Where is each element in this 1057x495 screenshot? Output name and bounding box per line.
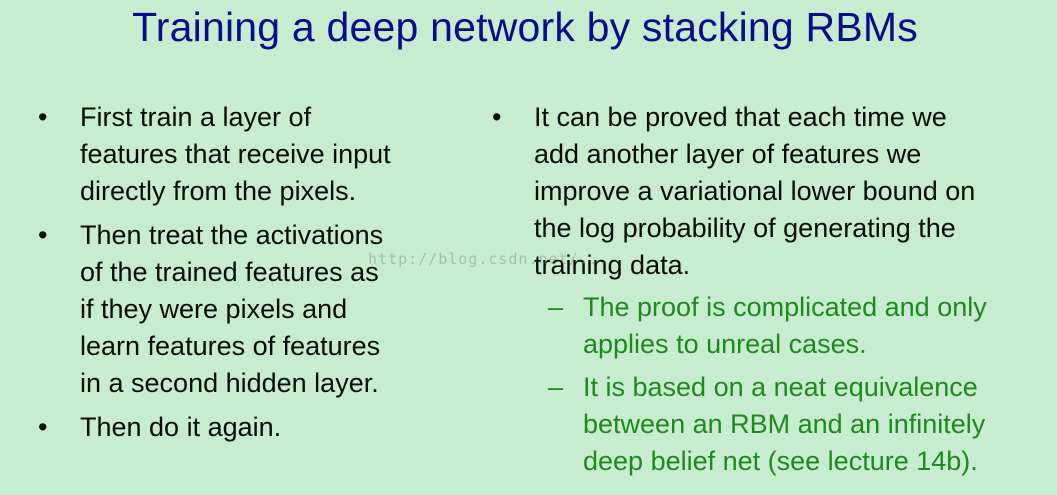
bullet-item: • First train a layer of features that r… bbox=[38, 99, 458, 210]
bullet-line: improve a variational lower bound on bbox=[534, 176, 976, 206]
sub-bullet-line: It is based on a neat equivalence bbox=[583, 372, 978, 402]
bullet-line: training data. bbox=[534, 250, 691, 280]
bullet-line: It can be proved that each time we bbox=[534, 102, 947, 132]
bullet-marker: • bbox=[38, 102, 48, 132]
sub-bullet-line: The proof is complicated and only bbox=[583, 292, 987, 322]
watermark: http://blog.csdn.net/... bbox=[368, 250, 609, 268]
sub-bullet-item: – It is based on a neat equivalence betw… bbox=[492, 369, 1057, 480]
bullet-item: • It can be proved that each time we add… bbox=[492, 99, 1057, 284]
right-column: • It can be proved that each time we add… bbox=[492, 99, 1057, 480]
bullet-item: • Then treat the activations of the trai… bbox=[38, 217, 458, 402]
sub-bullet-marker: – bbox=[548, 292, 564, 322]
bullet-line: learn features of features bbox=[80, 331, 381, 361]
sub-bullet-item: – The proof is complicated and only appl… bbox=[492, 289, 1057, 363]
bullet-line: Then do it again. bbox=[80, 412, 282, 442]
sub-bullet-line: applies to unreal cases. bbox=[583, 329, 867, 359]
bullet-marker: • bbox=[492, 102, 502, 132]
sub-bullet-line: between an RBM and an infinitely bbox=[583, 409, 986, 439]
bullet-line: directly from the pixels. bbox=[80, 176, 357, 206]
bullet-line: of the trained features as bbox=[80, 257, 379, 287]
sub-bullet-marker: – bbox=[548, 372, 564, 402]
bullet-line: First train a layer of bbox=[80, 102, 312, 132]
bullet-line: if they were pixels and bbox=[80, 294, 348, 324]
bullet-marker: • bbox=[38, 220, 48, 250]
bullet-line: features that receive input bbox=[80, 139, 391, 169]
slide-title: Training a deep network by stacking RBMs bbox=[132, 4, 918, 50]
bullet-line: in a second hidden layer. bbox=[80, 368, 379, 398]
bullet-line: the log probability of generating the bbox=[534, 213, 956, 243]
sub-bullet-line: deep belief net (see lecture 14b). bbox=[583, 446, 978, 476]
bullet-marker: • bbox=[38, 412, 48, 442]
bullet-item: • Then do it again. bbox=[38, 409, 458, 446]
bullet-line: add another layer of features we bbox=[534, 139, 922, 169]
bullet-line: Then treat the activations bbox=[80, 220, 384, 250]
left-column: • First train a layer of features that r… bbox=[38, 99, 458, 446]
